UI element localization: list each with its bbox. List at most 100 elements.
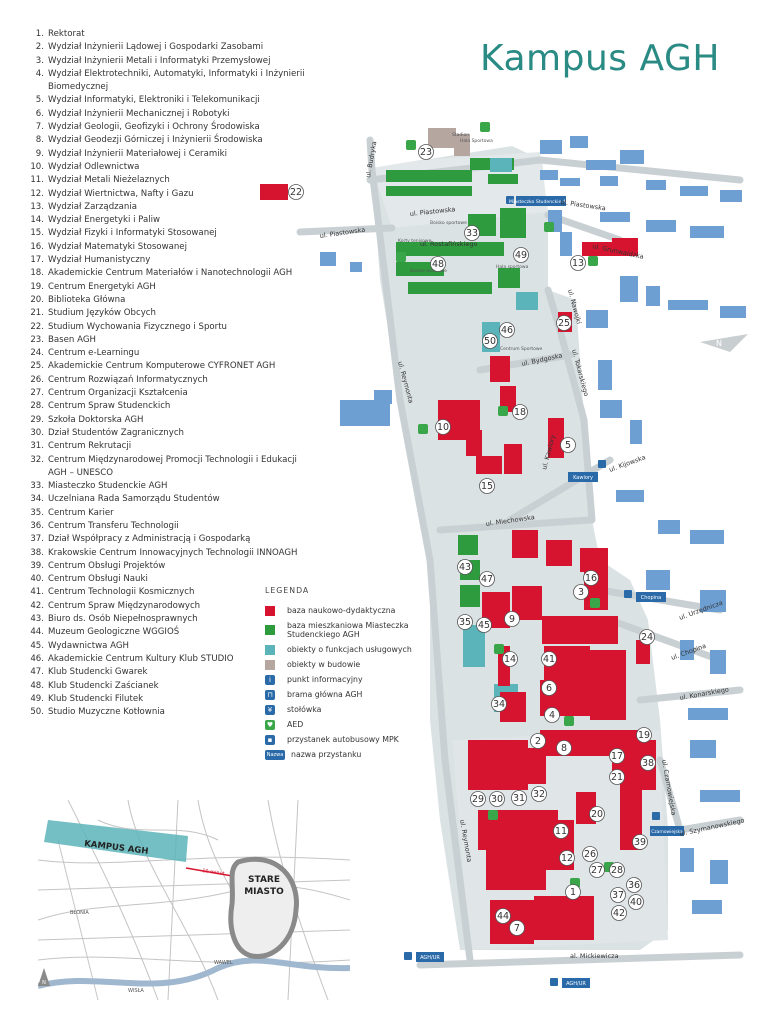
marker-number: 22 [290, 187, 302, 198]
unit-name: Wydawnictwa AGH [48, 640, 129, 651]
marker-number: 24 [641, 632, 653, 643]
building-marker-12[interactable]: 12 [559, 850, 575, 866]
building-marker-4[interactable]: 4 [544, 707, 560, 723]
marker-circle [470, 791, 486, 807]
building-marker-36[interactable]: 36 [626, 877, 642, 893]
marker-number: 46 [501, 325, 513, 336]
aed-icon [588, 256, 598, 266]
unit-number: 8. [35, 135, 44, 146]
building-marker-47[interactable]: 47 [479, 571, 495, 587]
unit-name: Miasteczko Studenckie AGH [48, 481, 168, 492]
unit-number: 6. [35, 108, 44, 119]
unit-list-item: 37.Dział Współpracy z Administracją i Go… [28, 533, 308, 546]
aed-markers[interactable] [396, 122, 614, 888]
building-markers[interactable]: 1234567891011121314151617181920212223242… [288, 144, 656, 936]
building-marker-11[interactable]: 11 [553, 823, 569, 839]
building-marker-6[interactable]: 6 [541, 680, 557, 696]
building-marker-46[interactable]: 46 [499, 322, 515, 338]
building-marker-9[interactable]: 9 [504, 611, 520, 627]
building-marker-21[interactable]: 21 [609, 769, 625, 785]
building-marker-10[interactable]: 10 [435, 419, 451, 435]
aed-icon [488, 810, 498, 820]
building-marker-1[interactable]: 1 [565, 884, 581, 900]
stop-label [516, 196, 566, 206]
unit-name: Centrum Międzynarodowej Promocji Technol… [48, 454, 297, 478]
marker-number: 39 [634, 837, 646, 848]
marker-circle [495, 908, 511, 924]
building-marker-45[interactable]: 45 [476, 617, 492, 633]
marker-circle [573, 584, 589, 600]
building-marker-37[interactable]: 37 [610, 887, 626, 903]
building-marker-20[interactable]: 20 [589, 806, 605, 822]
building-marker-19[interactable]: 19 [636, 727, 652, 743]
building-marker-2[interactable]: 2 [530, 733, 546, 749]
building-marker-30[interactable]: 30 [489, 791, 505, 807]
marker-circle [628, 894, 644, 910]
building-marker-32[interactable]: 32 [531, 786, 547, 802]
unit-list-item: 9.Wydział Inżynierii Materiałowej i Cera… [28, 148, 308, 161]
unit-name: Dział Studentów Zagranicznych [48, 427, 184, 438]
marker-circle [632, 834, 648, 850]
building-marker-41[interactable]: 41 [541, 651, 557, 667]
building-marker-14[interactable]: 14 [502, 651, 518, 667]
building-marker-7[interactable]: 7 [509, 920, 525, 936]
aed-icon [544, 222, 554, 232]
building-marker-26[interactable]: 26 [582, 846, 598, 862]
bus-stops[interactable]: Miasteczko Studenckie AGH Kawiory Chopin… [404, 196, 684, 988]
unit-name: Studium Wychowania Fizycznego i Sportu [48, 321, 228, 332]
unit-number: 48. [30, 680, 44, 691]
building-marker-8[interactable]: 8 [556, 740, 572, 756]
building-marker-43[interactable]: 43 [457, 559, 473, 575]
building-marker-3[interactable]: 3 [573, 584, 589, 600]
building-marker-35[interactable]: 35 [457, 614, 473, 630]
unit-number: 27. [30, 388, 44, 399]
unit-list-item: 3.Wydział Inżynierii Metali i Informatyk… [28, 55, 308, 68]
building-marker-15[interactable]: 15 [479, 478, 495, 494]
street-konarskiego: ul. Konarskiego [679, 685, 729, 702]
building-marker-50[interactable]: 50 [482, 333, 498, 349]
building-marker-42[interactable]: 42 [611, 905, 627, 921]
unit-name: Centrum e-Learningu [48, 348, 140, 359]
aed-icon [494, 644, 504, 654]
building-marker-44[interactable]: 44 [495, 908, 511, 924]
marker-number: 4 [549, 710, 555, 721]
inset-walk-time: 10 minut [202, 868, 225, 877]
marker-number: 5 [565, 440, 571, 451]
building-marker-25[interactable]: 25 [556, 315, 572, 331]
building-marker-48[interactable]: 48 [430, 256, 446, 272]
building-marker-27[interactable]: 27 [589, 862, 605, 878]
unit-number: 22. [30, 321, 44, 332]
building-marker-18[interactable]: 18 [512, 404, 528, 420]
building-marker-23[interactable]: 23 [418, 144, 434, 160]
unit-list-item: 13.Wydział Zarządzania [28, 201, 308, 214]
label-hala: Hala Sportowa [460, 138, 493, 144]
building-marker-33[interactable]: 33 [464, 225, 480, 241]
marker-number: 13 [572, 258, 584, 269]
marker-circle [457, 614, 473, 630]
building-marker-22[interactable]: 22 [288, 184, 304, 200]
unit-name: Szkoła Doktorska AGH [48, 414, 144, 425]
building-marker-31[interactable]: 31 [511, 790, 527, 806]
building-marker-5[interactable]: 5 [560, 437, 576, 453]
street-rostafinskiego: ul. Rostafińskiego [420, 240, 477, 248]
building-marker-40[interactable]: 40 [628, 894, 644, 910]
unit-number: 29. [30, 414, 44, 425]
marker-circle [499, 322, 515, 338]
marker-number: 10 [437, 422, 449, 433]
building-marker-49[interactable]: 49 [513, 247, 529, 263]
building-marker-17[interactable]: 17 [609, 748, 625, 764]
building-marker-24[interactable]: 24 [639, 629, 655, 645]
marker-number: 12 [561, 853, 573, 864]
marker-circle [626, 877, 642, 893]
marker-number: 25 [558, 318, 570, 329]
marker-circle [609, 862, 625, 878]
building-marker-13[interactable]: 13 [570, 255, 586, 271]
building-marker-16[interactable]: 16 [583, 570, 599, 586]
building-marker-28[interactable]: 28 [609, 862, 625, 878]
building-marker-34[interactable]: 34 [491, 696, 507, 712]
building-marker-39[interactable]: 39 [632, 834, 648, 850]
building-marker-38[interactable]: 38 [640, 755, 656, 771]
building-marker-29[interactable]: 29 [470, 791, 486, 807]
inset-old-town [228, 856, 299, 959]
